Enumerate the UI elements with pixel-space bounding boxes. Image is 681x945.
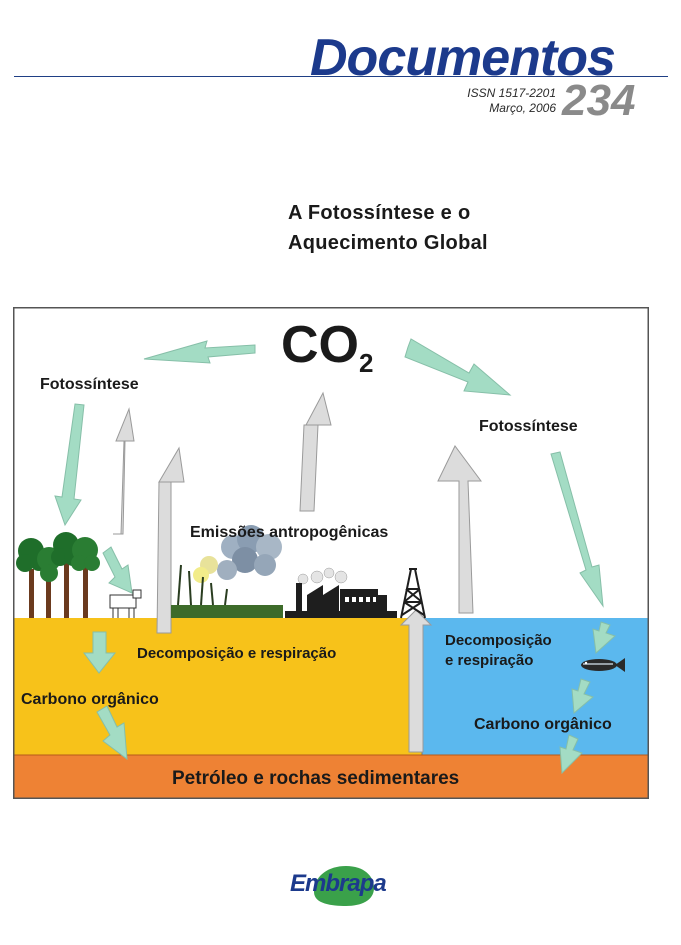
arrow-right-down-to-ocean (550, 451, 604, 608)
issn-block: ISSN 1517-2201 Março, 2006 (438, 86, 556, 116)
decomposition-land-label: Decomposição e respiração (137, 645, 336, 662)
arrow-to-cow (102, 546, 133, 594)
arrow-ocean-1 (592, 621, 616, 655)
arrow-ocean-3 (559, 734, 583, 775)
arrow-up-ocean (437, 445, 482, 614)
arrow-up-emissions (299, 391, 332, 512)
carbon-cycle-diagram: CO2 Fotossíntese Fotossíntese Emissões a… (13, 307, 649, 799)
document-number: 234 (562, 76, 636, 125)
sediments-label: Petróleo e rochas sedimentares (172, 768, 459, 789)
arrow-up-trees (113, 407, 135, 535)
diagram-frame (13, 307, 649, 799)
header-rule (14, 76, 668, 77)
burning-forest-illustration (171, 564, 283, 618)
logo-leaf-icon (314, 866, 374, 906)
photosynthesis-right-label: Fotossíntese (479, 418, 578, 435)
land-layer (14, 618, 422, 755)
organic-carbon-ocean-label: Carbono orgânico (474, 716, 612, 733)
arrow-ocean-2 (571, 678, 595, 715)
emissions-label: Emissões antropogênicas (190, 524, 388, 541)
document-title: A Fotossíntese e o Aquecimento Global (288, 198, 488, 258)
publication-date: Março, 2006 (489, 101, 556, 115)
co2-label: CO2 (281, 316, 373, 378)
arrow-land-to-sediment (96, 705, 128, 761)
trees-illustration (16, 532, 100, 618)
sediment-layer (14, 755, 648, 798)
arrow-left-down-to-trees (54, 403, 85, 527)
decomposition-ocean-line-1: Decomposição (445, 632, 552, 649)
series-title: Documentos (310, 29, 616, 87)
oil-derrick-illustration (400, 568, 426, 619)
issn-number: ISSN 1517-2201 (467, 86, 556, 100)
arrow-co2-to-left (143, 340, 256, 364)
arrow-land-down (83, 631, 117, 674)
smoke-illustration (193, 525, 348, 585)
factory-illustration (285, 583, 397, 618)
organic-carbon-land-label: Carbono orgânico (21, 691, 159, 708)
co2-subscript: 2 (359, 348, 373, 378)
fish-illustration (581, 658, 625, 672)
title-line-1: A Fotossíntese e o (288, 202, 471, 224)
title-line-2: Aquecimento Global (288, 232, 488, 254)
arrow-up-land-decomposition (156, 446, 185, 634)
arrow-up-from-sediment (399, 609, 433, 753)
logo-text: Embrapa (290, 870, 387, 897)
decomposition-ocean-line-2: e respiração (445, 652, 533, 669)
photosynthesis-left-label: Fotossíntese (40, 376, 139, 393)
arrow-co2-to-right (404, 338, 512, 396)
embrapa-logo: Embrapa (290, 862, 394, 910)
cow-illustration (109, 589, 142, 618)
